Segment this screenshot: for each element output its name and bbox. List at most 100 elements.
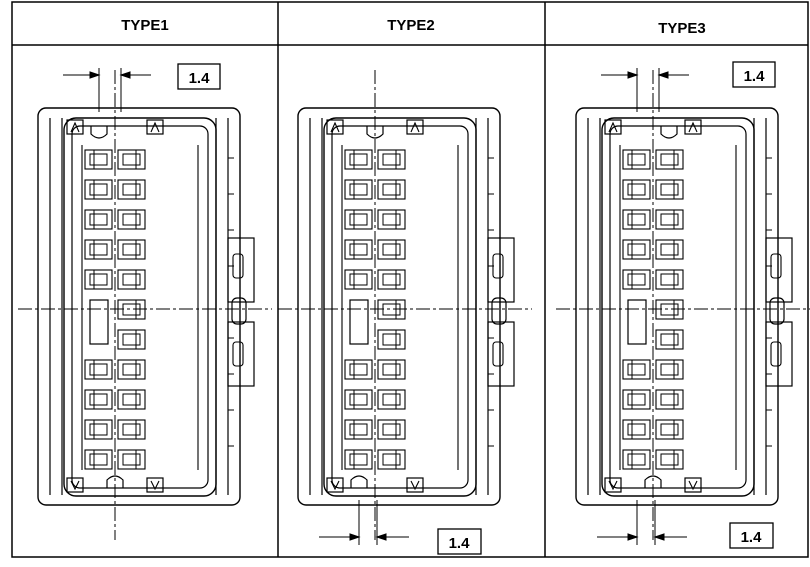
- key-arrow: [70, 480, 80, 491]
- terminal-outline: [655, 359, 684, 380]
- terminal-contact: [122, 153, 141, 166]
- terminal-outline: [117, 269, 146, 290]
- terminal-cavity: [377, 359, 406, 380]
- polarization-key: [604, 477, 622, 493]
- terminal-cavity: [344, 269, 373, 290]
- type1-dimension-value: 1.4: [189, 70, 211, 87]
- polarization-key: [406, 119, 424, 135]
- terminal-contact: [349, 393, 368, 406]
- key-outline: [604, 119, 622, 135]
- terminal-cavity: [655, 239, 684, 260]
- lock-tab-lower: [487, 321, 515, 387]
- terminal-contact: [382, 423, 401, 436]
- terminal-outline: [344, 269, 373, 290]
- terminal-outline: [344, 449, 373, 470]
- center-notch-bottom: [106, 475, 124, 488]
- terminal-cavity: [655, 269, 684, 290]
- lock-tab-upper: [487, 237, 515, 303]
- terminal-cavity: [655, 209, 684, 230]
- terminal-cavity: [117, 149, 146, 170]
- terminal-cavity: [655, 329, 684, 350]
- terminal-cavity: [377, 239, 406, 260]
- terminal-outline: [622, 209, 651, 230]
- terminal-cavity: [622, 269, 651, 290]
- key-window-left: [349, 299, 369, 345]
- terminal-contact: [660, 273, 679, 286]
- terminal-outline: [84, 149, 113, 170]
- cavity-frame-outer: [323, 117, 477, 497]
- terminal-contact: [89, 183, 108, 196]
- terminal-outline: [84, 389, 113, 410]
- terminal-outline: [655, 299, 684, 320]
- terminal-cavity: [377, 329, 406, 350]
- terminal-cavity: [622, 209, 651, 230]
- terminal-outline: [344, 149, 373, 170]
- terminal-outline: [377, 389, 406, 410]
- terminal-cavity: [117, 449, 146, 470]
- terminal-contact: [660, 243, 679, 256]
- terminal-outline: [344, 179, 373, 200]
- terminal-outline: [84, 359, 113, 380]
- terminal-contact: [349, 213, 368, 226]
- dim-arrow-left-bottom: [349, 533, 361, 541]
- terminal-outline: [655, 149, 684, 170]
- terminal-outline: [377, 419, 406, 440]
- terminal-outline: [655, 269, 684, 290]
- terminal-outline: [377, 299, 406, 320]
- terminal-contact: [627, 183, 646, 196]
- lock-window-lower: [232, 341, 244, 367]
- terminal-cavity: [377, 209, 406, 230]
- terminal-outline: [377, 239, 406, 260]
- terminal-cavity: [117, 209, 146, 230]
- lock-window-upper: [232, 253, 244, 279]
- terminal-contact: [122, 423, 141, 436]
- terminal-cavity: [377, 149, 406, 170]
- terminal-contact: [349, 243, 368, 256]
- terminal-outline: [84, 269, 113, 290]
- housing-outer: [37, 107, 241, 506]
- type3-dimension-value-top: 1.4: [744, 68, 766, 85]
- dim-arrow-right-bottom: [375, 533, 387, 541]
- terminal-cavity: [344, 239, 373, 260]
- terminal-cavity: [655, 299, 684, 320]
- terminal-cavity: [622, 179, 651, 200]
- terminal-contact: [89, 153, 108, 166]
- type3-dimension-bottom: 1.4: [729, 522, 774, 549]
- terminal-outline: [622, 359, 651, 380]
- key-outline: [326, 477, 344, 493]
- dim-arrow-right: [119, 71, 131, 79]
- center-notch-bottom: [644, 475, 662, 488]
- terminal-outline: [655, 449, 684, 470]
- terminal-cavity: [622, 389, 651, 410]
- terminal-contact: [382, 393, 401, 406]
- dim-arrow-right: [657, 71, 669, 79]
- terminal-contact: [89, 363, 108, 376]
- terminal-contact: [349, 273, 368, 286]
- dim-arrow-left: [89, 71, 101, 79]
- terminal-contact: [122, 363, 141, 376]
- terminal-cavity: [117, 179, 146, 200]
- lock-latch: [231, 297, 247, 325]
- terminal-cavity: [344, 179, 373, 200]
- polarization-key: [66, 119, 84, 135]
- terminal-contact: [660, 363, 679, 376]
- cavity-frame-inner: [71, 125, 209, 489]
- terminal-outline: [622, 239, 651, 260]
- terminal-outline: [655, 329, 684, 350]
- terminal-contact: [89, 423, 108, 436]
- terminal-cavity: [84, 179, 113, 200]
- terminal-cavity: [344, 389, 373, 410]
- type3-dimension-box-top: [732, 61, 776, 88]
- type1-dimension-top: 1.4: [177, 63, 221, 90]
- key-arrow: [608, 121, 618, 133]
- terminal-outline: [84, 449, 113, 470]
- terminal-contact: [382, 213, 401, 226]
- center-notch-top: [366, 126, 384, 139]
- terminal-contact: [627, 393, 646, 406]
- header-type2: TYPE2: [387, 17, 435, 34]
- terminal-outline: [622, 449, 651, 470]
- terminal-outline: [117, 299, 146, 320]
- terminal-cavity: [344, 209, 373, 230]
- terminal-cavity: [84, 389, 113, 410]
- terminal-cavity: [84, 149, 113, 170]
